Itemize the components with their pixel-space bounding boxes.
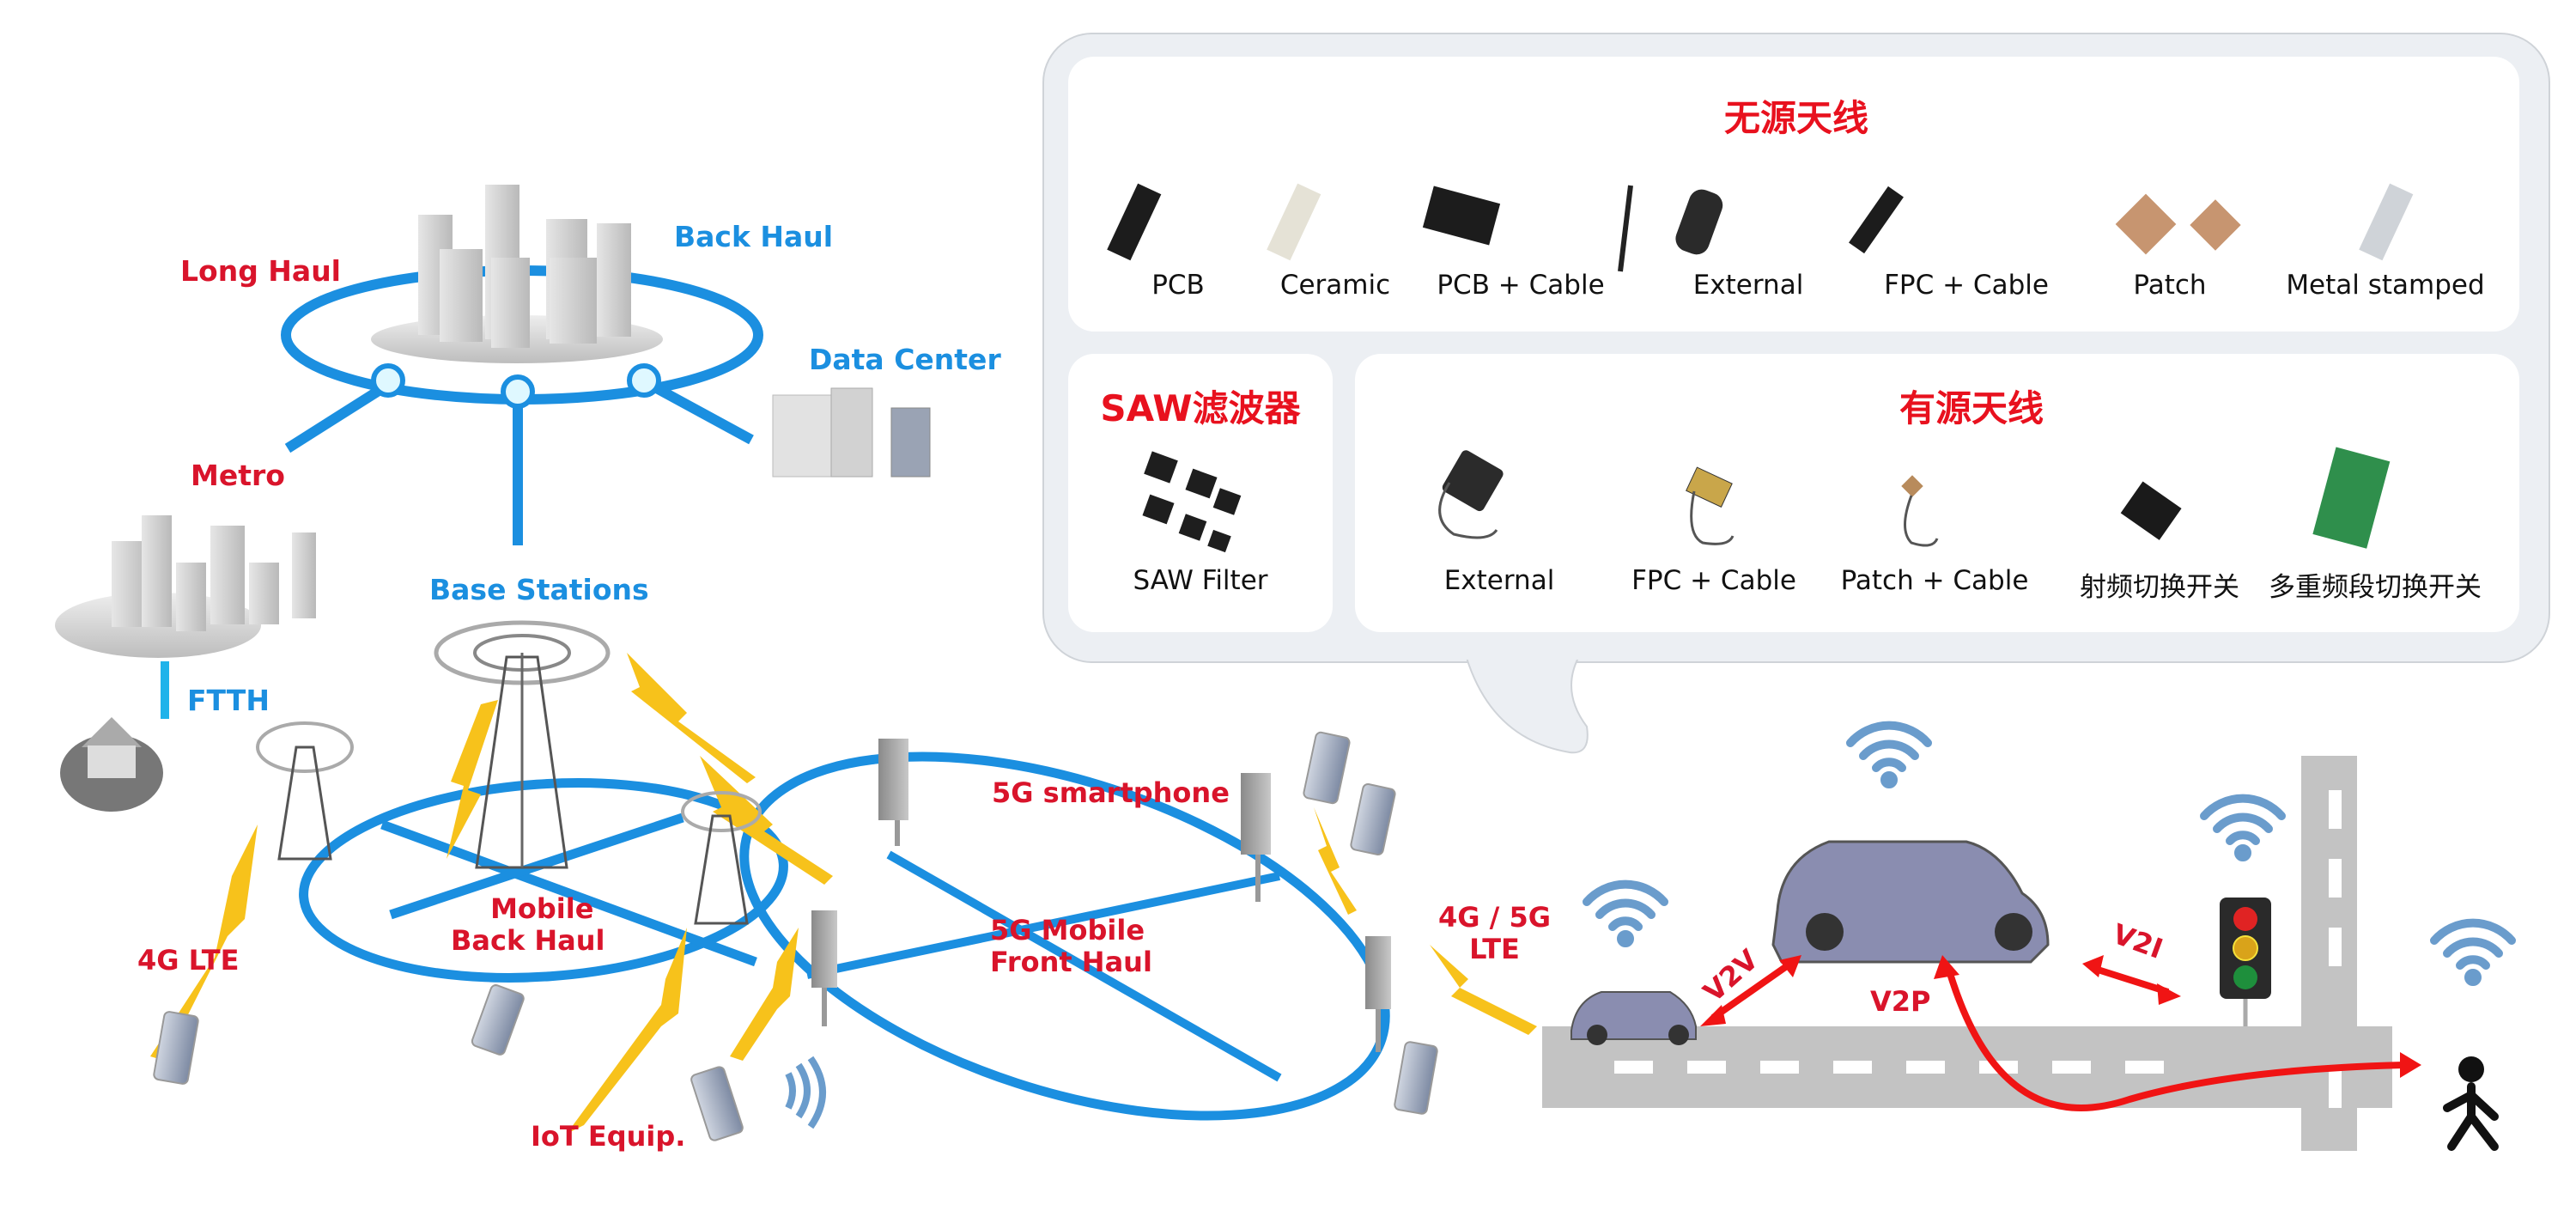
iot-signal-icon xyxy=(785,1056,826,1129)
active-product-images xyxy=(1438,447,2391,549)
ring-node xyxy=(501,374,535,409)
smartphone-icons xyxy=(153,731,1438,1141)
active-item-external: External xyxy=(1443,565,1555,596)
label-4g-5g-lte: 4G / 5G LTE xyxy=(1438,902,1551,965)
pcb-antenna-image xyxy=(1107,183,1162,261)
label-4g-lte: 4G LTE xyxy=(137,944,240,977)
label-5g-smartphone: 5G smartphone xyxy=(992,776,1230,809)
ring-node xyxy=(627,363,661,398)
label-metro: Metro xyxy=(191,459,285,492)
car-icon-large xyxy=(1771,840,2050,964)
saw-filter-title: SAW滤波器 xyxy=(1100,387,1301,429)
lightning-bolts xyxy=(150,653,1537,1134)
active-antenna-card: 有源天线 External FPC + Cable Patch + Cable … xyxy=(1355,354,2519,632)
wifi-icons xyxy=(1583,721,2516,986)
active-item-fpc-cable: FPC + Cable xyxy=(1631,565,1796,596)
label-data-center: Data Center xyxy=(809,343,1001,376)
fpc-cable-antenna-image xyxy=(1849,186,1904,254)
city-icon xyxy=(371,185,663,363)
ceramic-antenna-image xyxy=(1267,183,1321,261)
passive-item-fpc-cable: FPC + Cable xyxy=(1884,270,2049,301)
active-external-antenna-image xyxy=(1442,450,1504,512)
cell-tower-icons xyxy=(256,620,762,925)
car-icon-small xyxy=(1571,991,1697,1045)
data-center-icon xyxy=(772,387,931,478)
pedestrian-icon xyxy=(2443,1056,2499,1151)
label-4g-5g-lte-line1: 4G / 5G xyxy=(1438,901,1552,934)
metal-stamped-antenna-image xyxy=(2359,183,2414,261)
label-mobile-back-haul-line2: Back Haul xyxy=(451,923,605,957)
active-patch-cable-antenna-image xyxy=(1901,475,1923,497)
label-long-haul: Long Haul xyxy=(180,254,341,288)
active-item-patch-cable: Patch + Cable xyxy=(1840,565,2029,596)
traffic-light-icon xyxy=(2220,898,2271,1026)
label-5g-front-haul: 5G Mobile Front Haul xyxy=(990,915,1152,978)
home-icon xyxy=(60,717,163,812)
passive-item-ceramic: Ceramic xyxy=(1279,270,1391,301)
label-mobile-back-haul: Mobile Back Haul xyxy=(451,893,605,957)
external-cylinder-antenna-image xyxy=(1675,189,1723,255)
label-ftth: FTTH xyxy=(187,684,270,717)
v2x-arrows xyxy=(1700,955,2421,1111)
passive-item-patch: Patch xyxy=(2133,270,2207,301)
label-base-stations: Base Stations xyxy=(429,573,649,606)
ring-node xyxy=(371,363,405,398)
active-item-rf-switch: 射频切换开关 xyxy=(2080,572,2239,603)
saw-item-saw-filter: SAW Filter xyxy=(1133,565,1268,596)
passive-item-pcb: PCB xyxy=(1151,270,1205,301)
passive-product-images xyxy=(1107,183,2414,272)
passive-item-external: External xyxy=(1692,270,1804,301)
active-fpc-cable-antenna-image xyxy=(1686,466,1733,508)
label-back-haul: Back Haul xyxy=(674,220,834,253)
active-item-multiband-switch: 多重频段切换开关 xyxy=(2269,572,2482,603)
active-antenna-title: 有源天线 xyxy=(1899,387,2044,429)
external-whip-antenna-image xyxy=(1618,185,1633,272)
passive-antenna-title: 无源天线 xyxy=(1723,97,1869,139)
label-v2p: V2P xyxy=(1870,985,1931,1018)
panel-antenna-icons xyxy=(811,739,1391,1052)
pcb-cable-antenna-image xyxy=(1422,186,1501,246)
label-iot-equip: IoT Equip. xyxy=(531,1120,686,1153)
label-5g-front-haul-line2: Front Haul xyxy=(990,945,1152,978)
passive-item-metal-stamped: Metal stamped xyxy=(2286,270,2485,301)
passive-antenna-card: 无源天线 PCB Ceramic PCB + Cable External FP… xyxy=(1068,57,2519,332)
mobile-back-haul-ring xyxy=(299,778,788,983)
road-dashes xyxy=(1614,790,2342,1108)
metro-city-icon xyxy=(55,515,316,658)
label-4g-5g-lte-line2: LTE xyxy=(1469,932,1520,965)
multiband-switch-board-image xyxy=(2312,447,2391,549)
label-mobile-back-haul-line1: Mobile xyxy=(490,892,594,925)
label-5g-front-haul-line1: 5G Mobile xyxy=(990,914,1145,946)
saw-filter-image xyxy=(1142,451,1242,553)
rf-switch-chip-image xyxy=(2120,481,2182,540)
saw-filter-card: SAW滤波器 SAW Filter xyxy=(1068,354,1333,632)
passive-item-pcb-cable: PCB + Cable xyxy=(1437,270,1605,301)
patch-antenna-image xyxy=(2115,193,2177,255)
